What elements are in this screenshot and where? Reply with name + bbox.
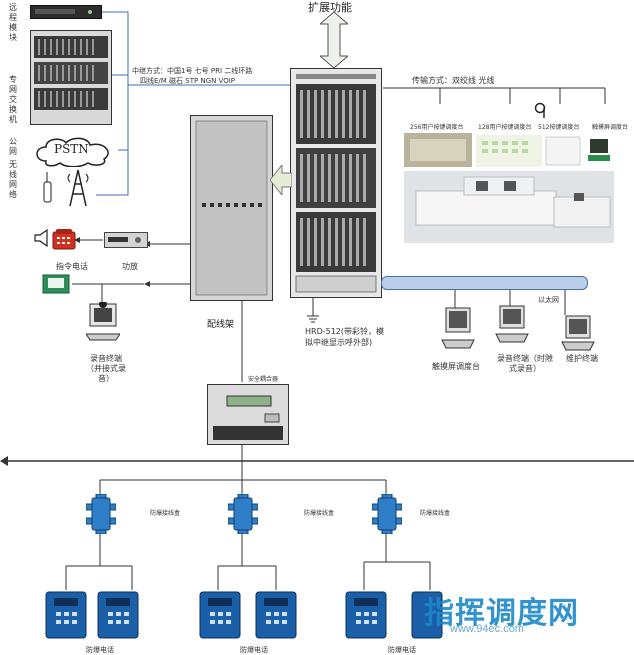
phone-group-1 <box>45 591 139 639</box>
console-photos <box>404 133 614 243</box>
phone-group-2 <box>199 591 297 639</box>
private-exchange-label: 专网交换机 <box>9 75 17 124</box>
phone-group-3-label: 防爆电话 <box>388 646 416 654</box>
remote-module-label: 远程模块 <box>9 3 17 42</box>
phone-group-1-label: 防爆电话 <box>86 646 114 654</box>
safety-coupler-device <box>207 384 289 445</box>
recorder-right-label: 录音终端（时隙式录音） <box>497 354 553 373</box>
private-exchange-rack <box>30 30 112 125</box>
switch-label: HRD-512(带彩铃，模拟中继显示呼外部) <box>305 327 385 347</box>
recorder-right-computer-icon <box>495 305 529 343</box>
watermark-url: www.94ec.com <box>450 623 524 635</box>
amplifier-label: 功放 <box>122 262 138 271</box>
public-net-label: 公网 <box>9 137 17 156</box>
expand-arrow-icon <box>320 12 348 68</box>
maintenance-computer-icon <box>561 315 595 351</box>
command-phone-label: 指令电话 <box>56 262 88 271</box>
amplifier-device <box>104 232 148 248</box>
safety-coupler-label: 安全耦合器 <box>248 376 279 383</box>
recorder-left-computer-icon <box>86 302 120 341</box>
recorder-left-label: 录音终端（并接式录音） <box>86 354 126 383</box>
wireless-net-label: 无线网络 <box>9 160 17 199</box>
junction-box-2 <box>228 494 258 534</box>
maintenance-label: 维护终端 <box>566 354 598 363</box>
console-touch-label: 触摸屏调度台 <box>592 124 629 131</box>
junction-box-3-label: 防爆接线盒 <box>420 510 451 517</box>
transmission-label: 传输方式：双绞线 光线 <box>412 76 495 85</box>
remote-module-device <box>30 5 102 19</box>
watermark-text: 指挥调度网 <box>424 596 579 631</box>
relay-modes-line1: 中继方式：中国1号 七号 PRI 二线环路 <box>132 67 253 75</box>
pstn-cloud-icon <box>36 137 109 167</box>
junction-box-1 <box>86 494 116 534</box>
console-256-label: 256用户按键调度台 <box>410 124 464 131</box>
expand-title: 扩展功能 <box>308 1 352 14</box>
handset-icon <box>534 102 546 118</box>
relay-modes-line2: 四线E/M 磁石 STP NGN VOIP <box>140 77 236 85</box>
left-bracket-line <box>96 11 129 196</box>
console-512-label: 512按键调度台 <box>538 124 580 131</box>
command-phone-icon <box>52 229 76 250</box>
junction-box-1-label: 防爆接线盒 <box>150 510 181 517</box>
distribution-frame <box>190 115 273 301</box>
frame-label: 配线架 <box>207 320 235 330</box>
speaker-icon <box>34 228 48 248</box>
pstn-label: PSTN <box>54 142 89 156</box>
touch-console-label: 触摸屏调度台 <box>432 362 480 371</box>
wireless-tower-icon <box>43 169 89 207</box>
touch-console-computer-icon <box>441 307 475 349</box>
junction-box-3 <box>372 494 402 534</box>
phone-group-2-label: 防爆电话 <box>240 646 268 654</box>
lan-bar <box>381 276 588 290</box>
phone-group-3 <box>345 591 443 639</box>
green-phone-icon <box>42 274 70 294</box>
frame-connector-arrow <box>270 165 292 195</box>
lan-label: 以太网 <box>538 296 559 304</box>
console-128-label: 128用户按键调度台 <box>478 124 532 131</box>
switch-rack <box>290 68 382 298</box>
junction-box-2-label: 防爆接线盒 <box>304 510 335 517</box>
